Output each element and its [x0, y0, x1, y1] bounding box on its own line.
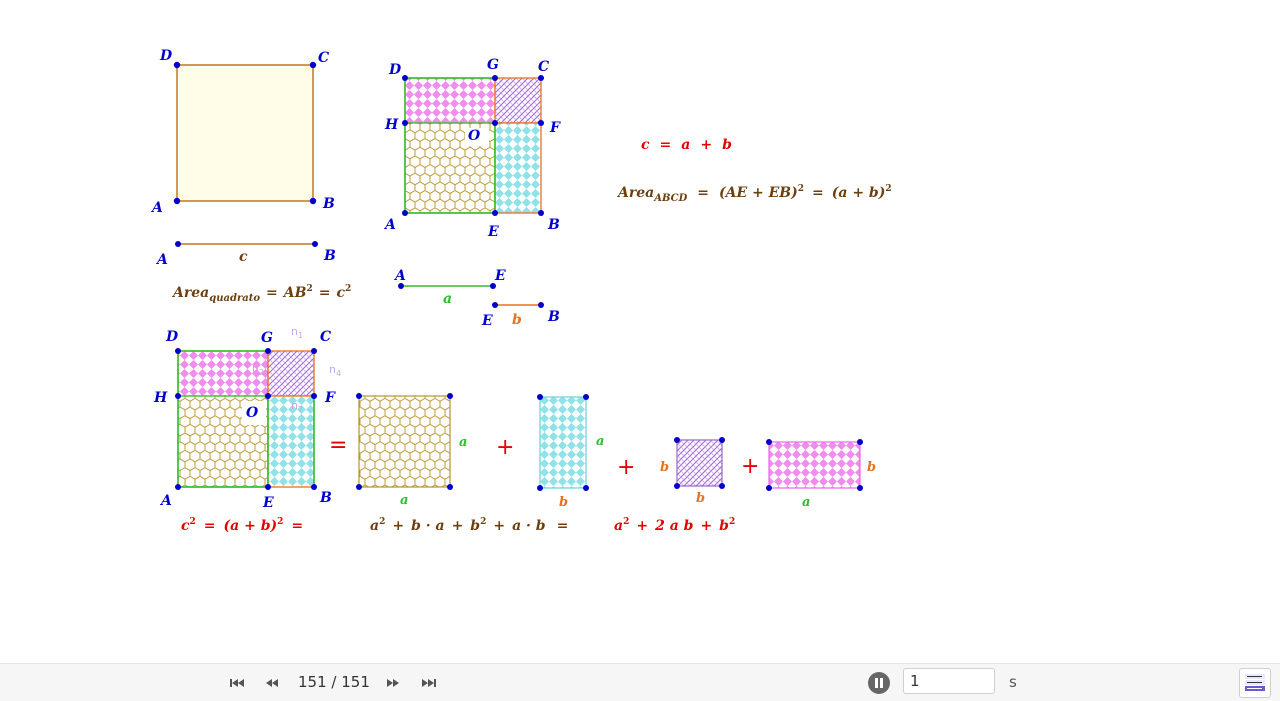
animation-toolbar: 151 / 151 s: [0, 663, 1280, 701]
label-o: O: [468, 128, 481, 144]
label-a: A: [150, 200, 163, 216]
label-b: b: [696, 491, 705, 506]
label-d: D: [165, 329, 179, 345]
frame-current: 151: [298, 673, 327, 691]
label-a: A: [159, 493, 172, 509]
label-a: a: [802, 495, 810, 510]
plus-sign: +: [496, 435, 514, 460]
label-a-length: a: [443, 291, 452, 307]
label-g: G: [261, 330, 273, 346]
label-d: D: [159, 48, 173, 64]
label-e: E: [487, 224, 499, 240]
label-a: a: [596, 434, 604, 449]
label-a: a: [459, 435, 467, 450]
point-a[interactable]: [173, 197, 181, 205]
frame-counter: 151 / 151: [298, 673, 370, 691]
piece-a-squared[interactable]: a a: [356, 393, 467, 508]
expanded-formula: a2+b · a+b2+a · b=: [370, 517, 568, 534]
label-g: G: [487, 57, 499, 73]
label-d: D: [388, 62, 402, 78]
label-b: B: [323, 248, 336, 264]
label-b: b: [559, 495, 568, 510]
step-back-icon[interactable]: [263, 674, 281, 692]
equals-sign: =: [329, 433, 347, 458]
c-squared-formula: c2=(a + b)2=: [181, 517, 303, 534]
faint-label-n4: n4: [329, 363, 341, 378]
label-a: A: [155, 252, 168, 268]
label-b: B: [547, 309, 560, 325]
label-b: b: [867, 460, 876, 475]
label-e: E: [481, 313, 493, 329]
decomposed-square-top[interactable]: D G C H O F A E B: [383, 57, 561, 240]
label-f: F: [324, 390, 336, 406]
label-b-length: b: [512, 312, 522, 328]
point-d[interactable]: [173, 61, 181, 69]
label-e: E: [494, 268, 506, 284]
label-e: E: [262, 495, 274, 511]
skip-to-start-icon[interactable]: [228, 674, 246, 692]
segment-a[interactable]: A E a: [393, 268, 506, 307]
pause-icon[interactable]: [868, 672, 890, 694]
label-c: C: [320, 329, 331, 345]
frame-total: 151: [341, 673, 370, 691]
speed-input[interactable]: [903, 668, 995, 694]
square-abcd[interactable]: D C A B: [150, 48, 335, 216]
speed-unit: s: [1009, 673, 1017, 691]
label-b: B: [322, 196, 335, 212]
label-c: C: [538, 59, 549, 75]
construction-canvas[interactable]: D C A B A B c Areaquadrato=AB2=c2: [0, 0, 1280, 663]
label-a: A: [393, 268, 406, 284]
label-c: C: [318, 50, 329, 66]
label-b: B: [547, 217, 560, 233]
label-h: H: [384, 117, 399, 133]
label-a: A: [383, 217, 396, 233]
point-b[interactable]: [309, 197, 317, 205]
piece-a-times-b[interactable]: b a: [766, 439, 876, 510]
plus-sign: +: [741, 454, 759, 479]
label-b: B: [319, 490, 332, 506]
label-c: c: [239, 249, 248, 265]
segment-b[interactable]: E B b: [481, 302, 560, 329]
algebra-view-icon[interactable]: [1239, 668, 1271, 698]
segment-c[interactable]: A B c: [155, 241, 336, 268]
faint-label-n1: n1: [291, 325, 303, 340]
step-forward-icon[interactable]: [384, 674, 402, 692]
faint-label-n7: n7: [291, 399, 303, 414]
area-abcd-formula: AreaABCD=(AE + EB)2=(a + b)2: [616, 184, 892, 204]
piece-b-times-a[interactable]: a b: [537, 394, 604, 510]
piece-b-squared[interactable]: b b: [660, 437, 725, 506]
label-o: O: [246, 405, 259, 421]
label-a: a: [400, 493, 408, 508]
label-h: H: [153, 390, 168, 406]
label-f: F: [549, 120, 561, 136]
decomposed-square-bottom[interactable]: D G C H O F A E B n1 n4 n2 n7: [153, 325, 341, 511]
point-c[interactable]: [309, 61, 317, 69]
faint-label-n2: n2: [252, 362, 264, 377]
frame-separator: /: [326, 673, 342, 691]
label-b: b: [660, 460, 669, 475]
area-quadrato-formula: Areaquadrato=AB2=c2: [171, 284, 351, 304]
plus-sign: +: [617, 455, 635, 480]
c-equals-a-plus-b: c=a+b: [641, 137, 732, 153]
skip-to-end-icon[interactable]: [420, 674, 438, 692]
simplified-formula: a2+2 a b+b2: [614, 517, 735, 534]
